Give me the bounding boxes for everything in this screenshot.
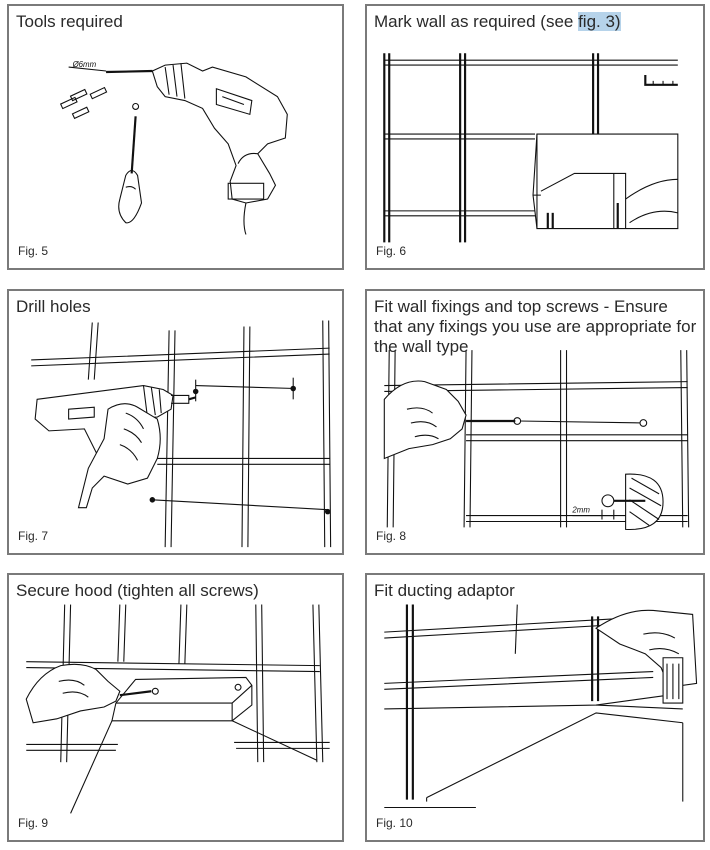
wall-plugs-icon [59,86,108,120]
ducting-adaptor-illustration [384,604,698,809]
figure-label: Fig. 9 [18,816,49,830]
wall-tiles [31,320,332,548]
cooker-hood-top [384,692,684,802]
figure-label: Fig. 7 [18,529,49,543]
drill-in-hand-icon [34,385,196,509]
drill-icon [151,62,288,235]
panel-fit-ducting-adaptor: Fit ducting adaptor Fig. 10 [365,573,705,842]
panel-title: Fit wall fixings and top screws - Ensure… [374,297,697,356]
panel-title: Tools required [16,12,123,31]
drill-marks [149,377,331,515]
panel-title: Fit ducting adaptor [374,581,515,600]
screw-detail-icon: 2mm [571,473,664,530]
panel-title: Mark wall as required (see fig. 3) [374,12,697,32]
drill-bit-size-label: Ø6mm [72,60,97,69]
panel-fit-wall-fixings: Fit wall fixings and top screws - Ensure… [365,289,705,555]
figure-label: Fig. 6 [376,244,407,258]
wall-tiles [384,604,654,809]
fixing-points [513,417,648,427]
drilling-illustration [31,320,332,548]
screwdriver-icon [118,102,143,224]
hand-with-screwdriver-icon [383,380,516,460]
secure-hood-illustration [25,604,330,814]
panel-title: Drill holes [16,297,91,316]
panel-drill-holes: Drill holes Fig [7,289,344,555]
panel-secure-hood: Secure hood (tighten all screws) Fig. 9 [7,573,344,842]
tools-illustration: Ø6mm [59,60,288,235]
measuring-mark-icon [644,74,678,86]
cooker-hood-outline [70,676,318,814]
panel-title: Secure hood (tighten all screws) [16,581,259,600]
drill-bit-icon: Ø6mm [68,60,153,74]
hand-with-adaptor-icon [595,609,698,704]
wall-tiles [384,350,690,528]
title-text: Mark wall as required (see [374,12,579,31]
panel-tools-required: Tools required Ø6mm [7,4,344,270]
panel-mark-wall: Mark wall as required (see fig. 3) [365,4,705,270]
figure-label: Fig. 5 [18,244,49,258]
wall-tiles [383,53,678,243]
wall-marking-illustration [383,53,679,243]
wall-fixings-illustration: 2mm [383,350,690,530]
cooker-hood-outline [532,133,679,230]
hand-with-screwdriver-icon [25,663,152,724]
figure-label: Fig. 10 [376,816,413,830]
screw-gap-label: 2mm [571,506,590,515]
title-highlighted-reference: fig. 3) [578,12,621,31]
figure-label: Fig. 8 [376,529,407,543]
